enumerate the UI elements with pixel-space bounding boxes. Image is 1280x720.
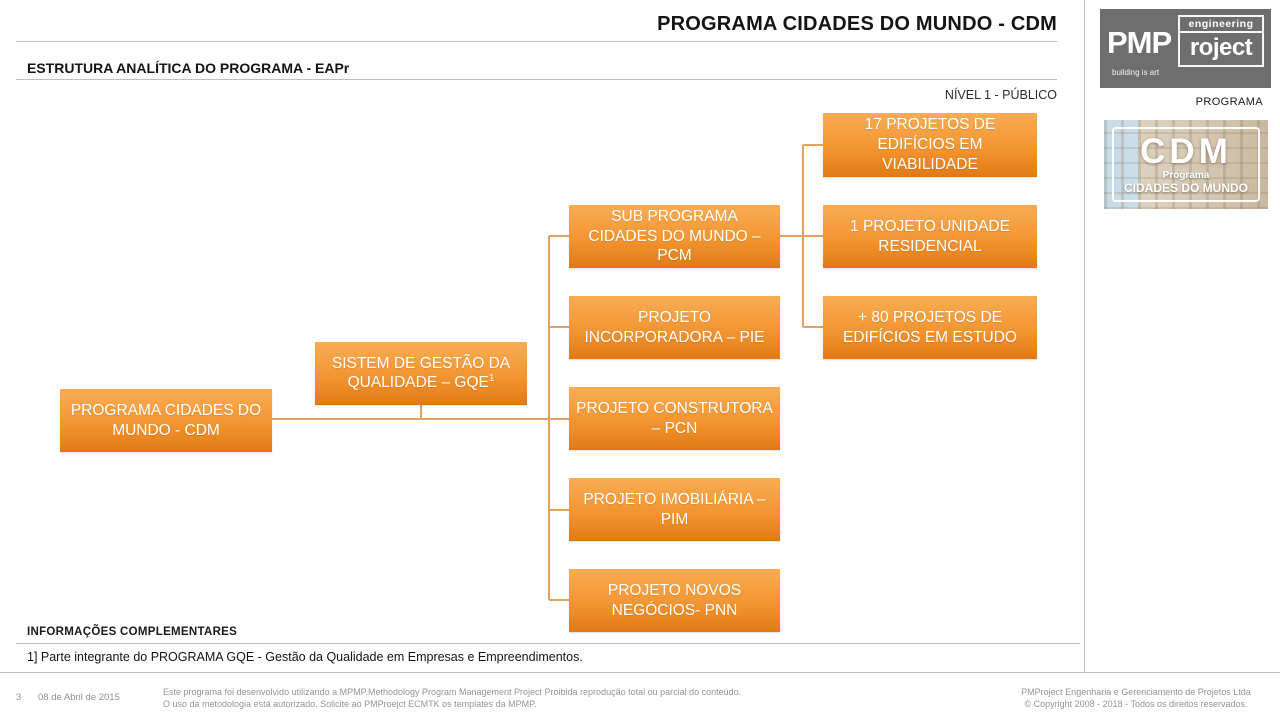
node-gqe-label: SISTEM DE GESTÃO DA QUALIDADE – GQE [331, 354, 511, 392]
node-pcm: SUB PROGRAMA CIDADES DO MUNDO – PCM [569, 205, 780, 268]
node-pcn: PROJETO CONSTRUTORA – PCN [569, 387, 780, 450]
cdm-program-image: CDM Programa CIDADES DO MUNDO [1104, 120, 1268, 209]
node-pim: PROJETO IMOBILIÁRIA – PIM [569, 478, 780, 541]
page-number: 3 [16, 692, 22, 703]
cdm-image-caption: CDM Programa CIDADES DO MUNDO [1104, 120, 1268, 209]
footer-disclaimer: Este programa foi desenvolvido utilizand… [163, 687, 741, 710]
cdm-image-frame [1112, 127, 1260, 202]
cdm-caption-line2: CIDADES DO MUNDO [1123, 181, 1248, 195]
programa-label: PROGRAMA [1195, 96, 1263, 108]
node-residencial: 1 PROJETO UNIDADE RESIDENCIAL [823, 205, 1037, 268]
node-residencial-label: 1 PROJETO UNIDADE RESIDENCIAL [850, 217, 1010, 255]
footer-disclaimer-line2: O uso da metodologia está autorizado. So… [163, 698, 537, 709]
title-rule [16, 41, 1057, 42]
node-programa-cdm: PROGRAMA CIDADES DO MUNDO - CDM [60, 389, 272, 452]
node-gqe: SISTEM DE GESTÃO DA QUALIDADE – GQE1 [315, 342, 527, 405]
node-pcm-label: SUB PROGRAMA CIDADES DO MUNDO – PCM [588, 208, 761, 265]
page-title: PROGRAMA CIDADES DO MUNDO - CDM [657, 13, 1057, 35]
logo-pmp-text: PMP [1107, 25, 1172, 60]
cdm-caption-line1: Programa [1162, 170, 1210, 181]
footer-company: PMProject Engenharia e Gerenciamento de … [1000, 687, 1272, 710]
notes-heading: INFORMAÇÕES COMPLEMENTARES [27, 626, 238, 638]
footer-company-line1: PMProject Engenharia e Gerenciamento de … [1021, 687, 1251, 697]
connector-lines [272, 144, 823, 601]
node-pnn-label: PROJETO NOVOS NEGÓCIOS- PNN [607, 581, 742, 619]
node-pie: PROJETO INCORPORADORA – PIE [569, 296, 780, 359]
node-pnn: PROJETO NOVOS NEGÓCIOS- PNN [569, 569, 780, 632]
node-pim-label: PROJETO IMOBILIÁRIA – PIM [583, 490, 766, 528]
footer-company-line2: © Copyright 2008 - 2018 - Todos os direi… [1024, 698, 1248, 709]
notes-rule [16, 643, 1080, 644]
logo-engineering-text: engineering [1180, 17, 1262, 33]
logo-frame: engineering roject [1178, 15, 1264, 67]
section-title: ESTRUTURA ANALÍTICA DO PROGRAMA - EAPr [27, 60, 350, 76]
logo-tagline: building is art [1112, 68, 1160, 77]
footnote-1: 1] Parte integrante do PROGRAMA GQE - Ge… [27, 650, 583, 664]
level-label: NÍVEL 1 - PÚBLICO [944, 88, 1057, 102]
cdm-acronym: CDM [1140, 132, 1232, 171]
node-pcn-label: PROJETO CONSTRUTORA – PCN [576, 399, 773, 437]
footer-rule [0, 672, 1280, 673]
pmproject-logo: PMP engineering roject building is art [1100, 9, 1271, 88]
slide-date: 08 de Abril de 2015 [38, 692, 120, 703]
node-viabilidade-label: 17 PROJETOS DE EDIFÍCIOS EM VIABILIDADE [864, 116, 996, 173]
section-rule [16, 79, 1057, 80]
node-programa-cdm-label: PROGRAMA CIDADES DO MUNDO - CDM [70, 401, 262, 439]
node-gqe-footnote-ref: 1 [488, 373, 495, 385]
node-estudo: + 80 PROJETOS DE EDIFÍCIOS EM ESTUDO [823, 296, 1037, 359]
node-pie-label: PROJETO INCORPORADORA – PIE [584, 308, 765, 346]
node-viabilidade: 17 PROJETOS DE EDIFÍCIOS EM VIABILIDADE [823, 113, 1037, 177]
node-estudo-label: + 80 PROJETOS DE EDIFÍCIOS EM ESTUDO [843, 308, 1017, 346]
footer-disclaimer-line1: Este programa foi desenvolvido utilizand… [163, 687, 742, 697]
right-panel-divider [1084, 0, 1085, 672]
logo-roject-text: roject [1189, 34, 1253, 61]
